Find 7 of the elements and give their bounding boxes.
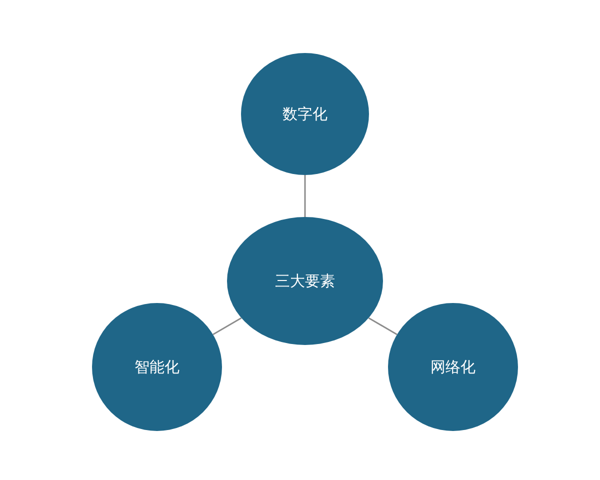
connector-line [212,317,242,336]
node-label: 三大要素 [275,272,335,290]
connector-line [368,317,398,336]
node-label: 智能化 [134,358,180,376]
node-label: 网络化 [430,358,476,376]
connector-line [304,175,306,217]
node-label: 数字化 [282,104,328,124]
